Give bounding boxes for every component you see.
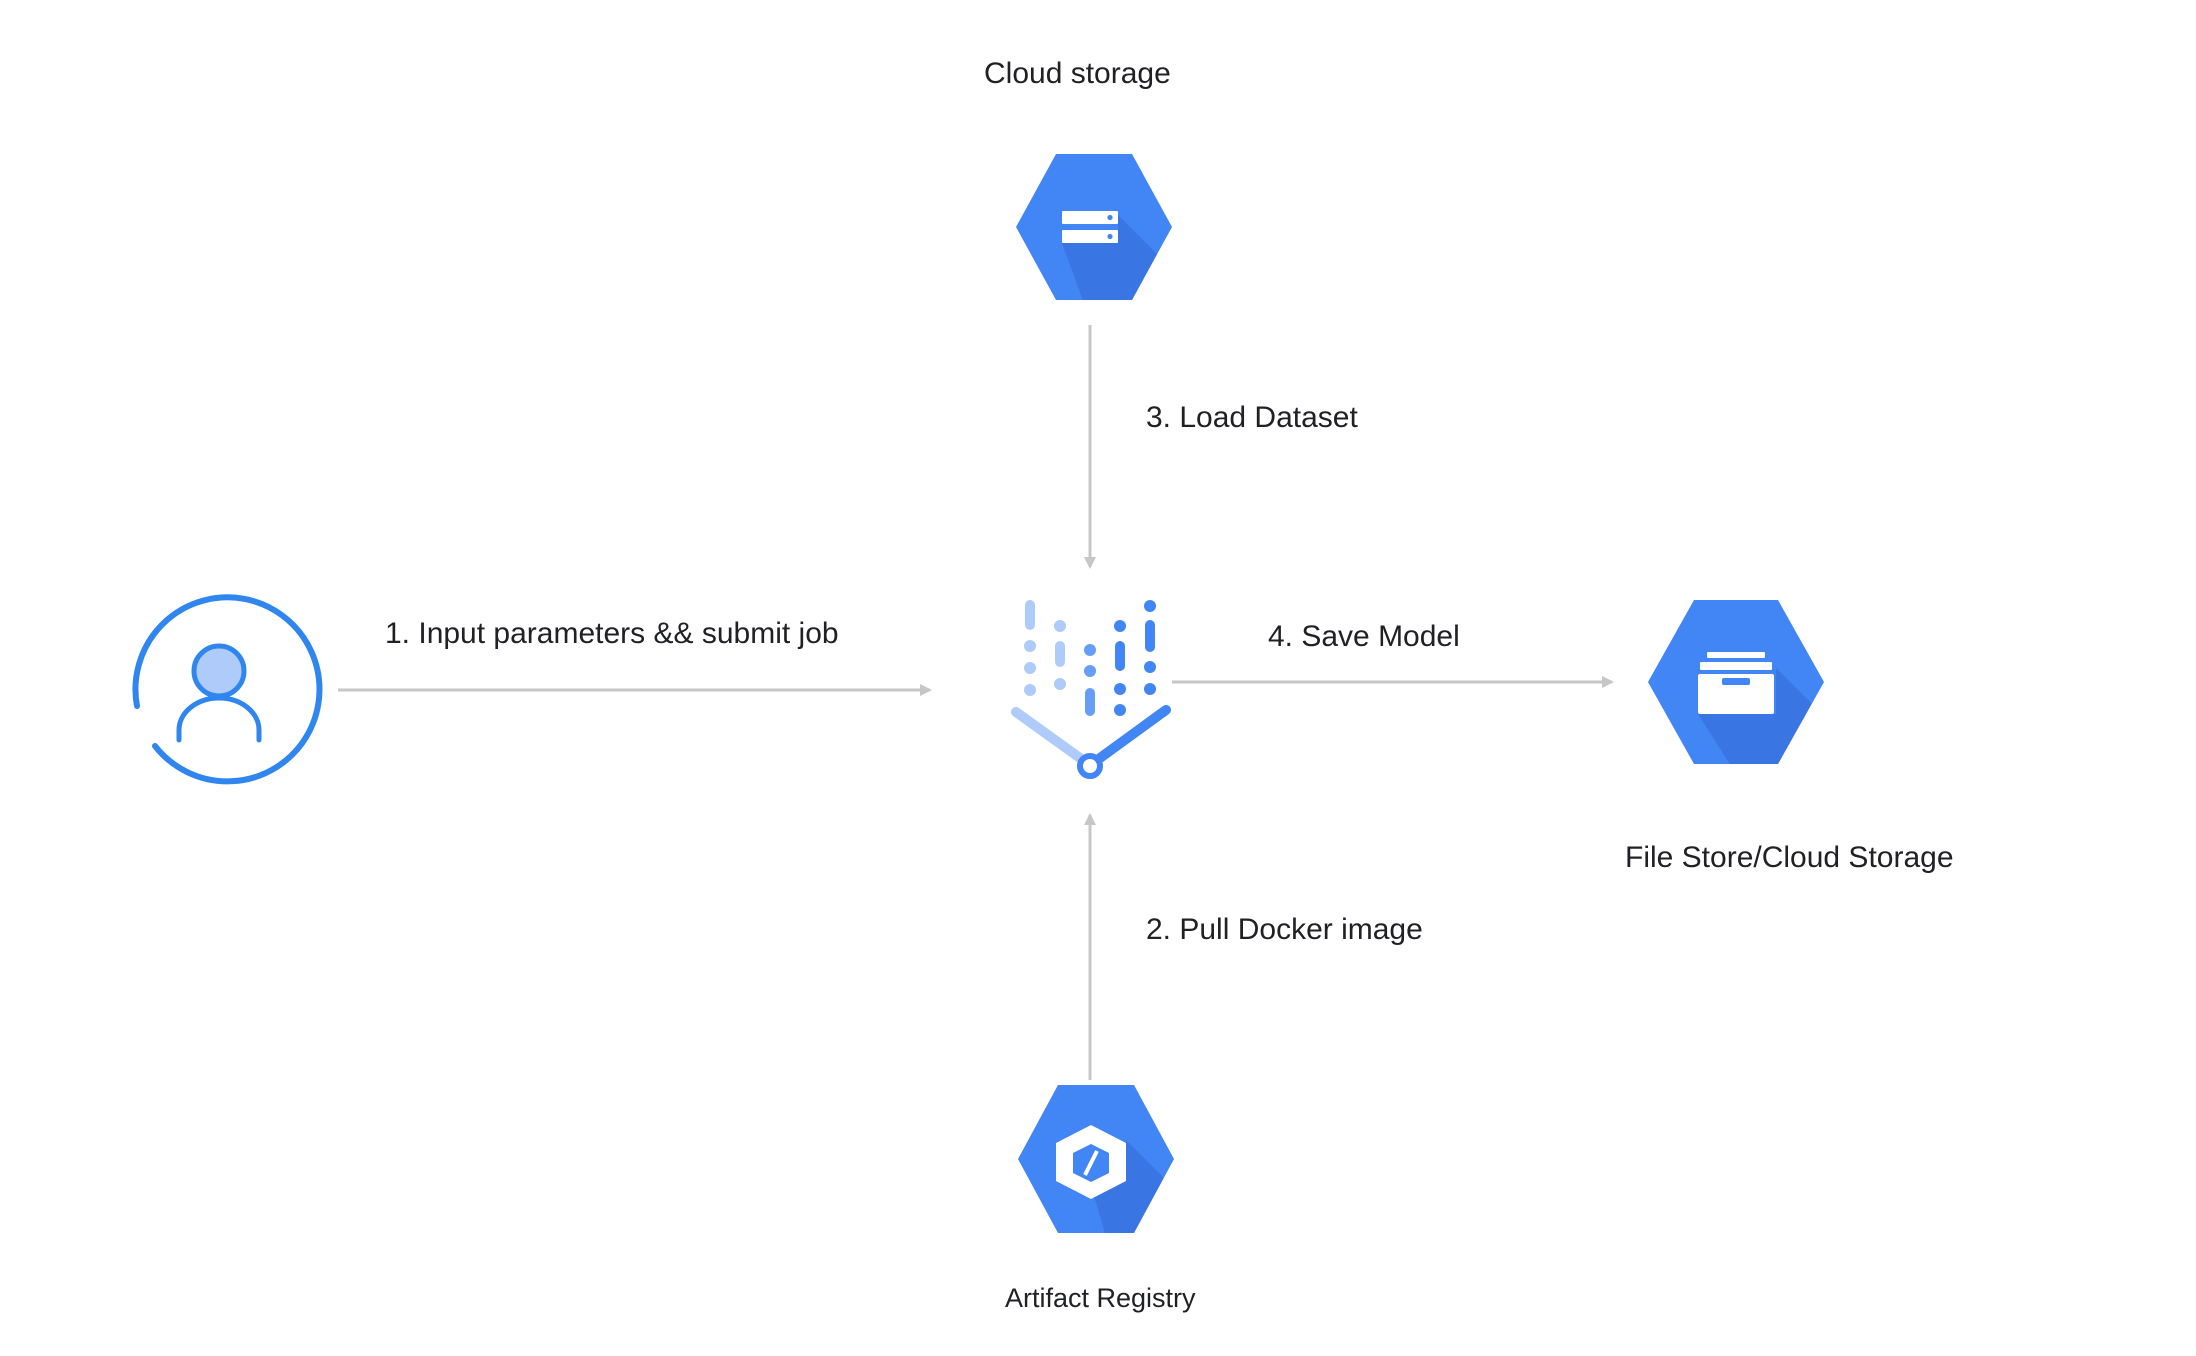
vertex-ai-icon bbox=[1011, 600, 1171, 779]
user-icon bbox=[132, 594, 323, 785]
step-save-model-label: 4. Save Model bbox=[1268, 620, 1460, 653]
file-store-label: File Store/Cloud Storage bbox=[1625, 841, 1954, 874]
artifact-registry-icon bbox=[1018, 1085, 1174, 1233]
artifact-registry-label: Artifact Registry bbox=[1005, 1283, 1196, 1313]
step-pull-image-label: 2. Pull Docker image bbox=[1146, 913, 1423, 946]
step-load-dataset-label: 3. Load Dataset bbox=[1146, 401, 1358, 434]
filestore-icon bbox=[1648, 600, 1824, 764]
cloud-storage-icon bbox=[1016, 154, 1172, 300]
cloud-storage-label: Cloud storage bbox=[984, 57, 1171, 90]
step-input-label: 1. Input parameters && submit job bbox=[385, 617, 839, 650]
